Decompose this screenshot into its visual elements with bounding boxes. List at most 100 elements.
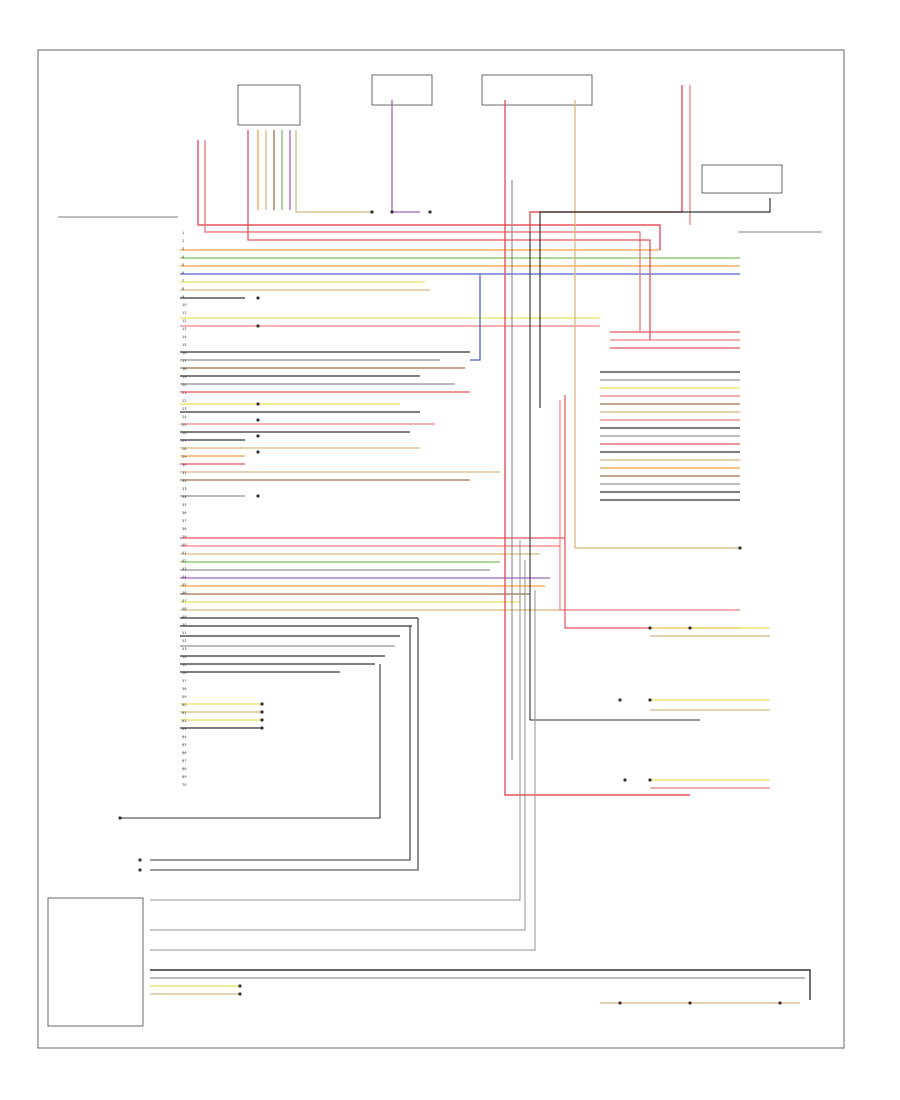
connector-dot [618,1001,622,1005]
connector-dot [648,778,652,782]
pin-number: 41 [182,551,187,555]
pin-number: 54 [182,655,187,659]
pin-number: 22 [182,399,187,403]
pin-number: 10 [182,303,187,307]
wire-run [197,140,661,250]
connector-dot [688,626,692,630]
connector-dot [623,778,627,782]
wire-run [204,140,740,333]
pin-number: 13 [182,327,187,331]
right-relay-box [701,164,783,194]
pin-number: 67 [182,759,187,763]
top-fuse-box-left [371,74,433,106]
pin-number: 4 [182,255,185,259]
pin-number: 1 [182,231,184,235]
connector-dot [118,816,122,820]
pin-number: 18 [182,367,187,371]
pin-number: 32 [182,479,187,483]
connector-dot [260,718,264,722]
wire-run [504,100,690,796]
connector-dot [648,698,652,702]
pin-number-group: 1234567891011121314151617181920212223242… [182,231,187,787]
connector-dot [256,450,260,454]
pin-number: 46 [182,591,187,595]
pin-number: 27 [182,439,187,443]
pin-number: 62 [182,719,187,723]
wire-run [120,664,381,819]
pin-number: 26 [182,431,187,435]
wire-run [150,590,536,951]
pin-number: 23 [182,407,187,411]
pin-number: 5 [182,263,184,267]
connector-dot [688,1001,692,1005]
connector-dot [138,858,142,862]
pin-number: 70 [182,783,187,787]
connector-dot [648,626,652,630]
connector-dot [428,210,432,214]
pin-number: 49 [182,615,187,619]
connector-dot [738,546,742,550]
pin-number: 14 [182,335,187,339]
connector-dot [256,324,260,328]
pin-number: 68 [182,767,187,771]
pin-number: 50 [182,623,187,627]
pin-number: 48 [182,607,187,611]
pin-number: 37 [182,519,187,523]
connector-dot [138,868,142,872]
pin-number: 55 [182,663,187,667]
connector-dot [256,434,260,438]
pin-number: 65 [182,743,187,747]
wire-run [391,100,420,213]
wire-run [529,232,700,721]
pin-number: 2 [182,239,184,243]
pin-number: 61 [182,711,187,715]
emergency-module-box [237,84,301,126]
wire-run [295,130,372,213]
connector-dot [256,494,260,498]
wire-run [574,100,740,549]
pin-number: 12 [182,319,187,323]
pin-number: 7 [182,279,184,283]
pin-number: 25 [182,423,187,427]
pin-number: 8 [182,287,185,291]
pin-number: 45 [182,583,187,587]
connector-dot [618,698,622,702]
pin-number: 58 [182,687,187,691]
pin-number: 36 [182,511,187,515]
pin-number: 29 [182,455,187,459]
wire-run [539,198,771,408]
pin-number: 43 [182,567,187,571]
connector-dot [260,702,264,706]
left-bottom-module-box [47,897,144,1027]
connector-dot [238,992,242,996]
connector-dot [778,1001,782,1005]
wire-run [150,969,811,1000]
wire-run [150,540,521,901]
pin-number: 66 [182,751,187,755]
pin-number: 69 [182,775,187,779]
wire-run [529,85,683,232]
pin-number: 16 [182,351,187,355]
connector-dot [256,402,260,406]
pin-number: 28 [182,447,187,451]
connector-dot [390,210,394,214]
pin-number: 17 [182,359,187,363]
pin-number: 60 [182,703,187,707]
pin-number: 47 [182,599,187,603]
wire-run [559,400,740,611]
pin-number: 11 [182,311,187,315]
pin-number: 9 [182,295,185,299]
pin-number: 30 [182,463,187,467]
connector-dot [256,418,260,422]
pin-number: 39 [182,535,187,539]
pin-number: 40 [182,543,187,547]
connector-dot [238,984,242,988]
pin-number: 38 [182,527,187,531]
connector-dot [260,726,264,730]
pin-number: 56 [182,671,187,675]
pin-number: 52 [182,639,187,643]
wire-run [247,130,651,340]
connector-dot [256,296,260,300]
diagram-frame [37,49,845,1049]
